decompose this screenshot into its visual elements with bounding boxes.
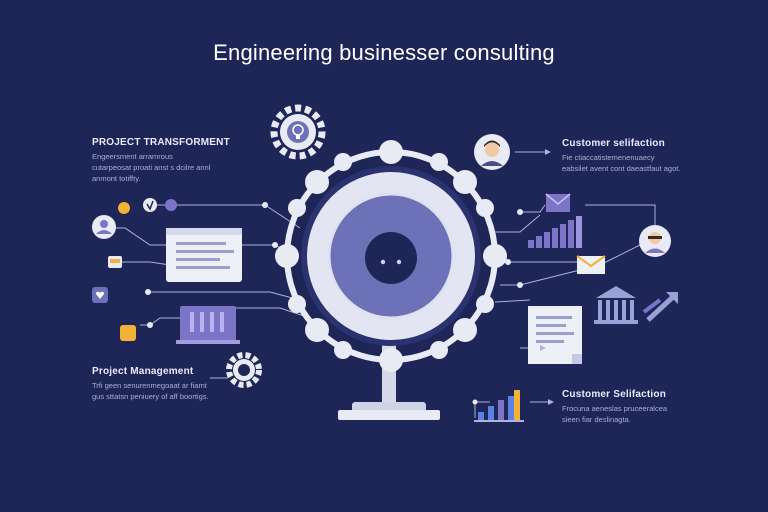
label-project-transformation-heading: PROJECT TRANSFORMENT [92,137,230,148]
customer-avatar-icon [474,134,510,170]
arrow-heads [540,149,554,405]
gear-icon [226,352,262,388]
card-icon [108,256,122,268]
central-gear-icon [275,140,507,420]
person-avatar-icon [92,215,116,239]
bank-building-icon [594,286,638,324]
arrows-icon [642,292,678,322]
growth-bar-chart-icon [474,390,524,422]
page-title: Engineering businesser consulting [213,40,555,65]
heart-icon [92,287,108,303]
label-customer-satisfaction-body: Fie ctiaccatistemenenuaecy eabsilet aven… [562,153,681,173]
label-project-transformation-body: Engeersment arramrous cutarpeosat proati… [92,152,211,183]
label-customer-satisfaction-2-heading: Customer Selifaction [562,389,667,400]
mail-icon [576,255,606,274]
support-avatar-icon [639,225,671,257]
document-panel-icon [166,228,242,282]
report-document-icon [528,306,582,364]
server-device-icon [176,306,240,344]
label-customer-satisfaction-2-body: Frocuna aeneslas pruceeralcea sieen fiar… [562,404,668,424]
label-project-management-body: Trfi geen senurenmegoaat ar fiamt gus st… [92,381,209,401]
label-customer-satisfaction-heading: Customer selifaction [562,138,665,149]
envelope-icon [545,193,571,212]
connector-lines [108,151,656,418]
lightbulb-gear-icon [270,104,326,160]
bar-chart-icon [528,216,582,248]
small-icon-row [118,198,177,214]
label-project-management-heading: Project Management [92,366,194,377]
share-node-icon [120,325,136,341]
connector-nodes [145,202,523,405]
